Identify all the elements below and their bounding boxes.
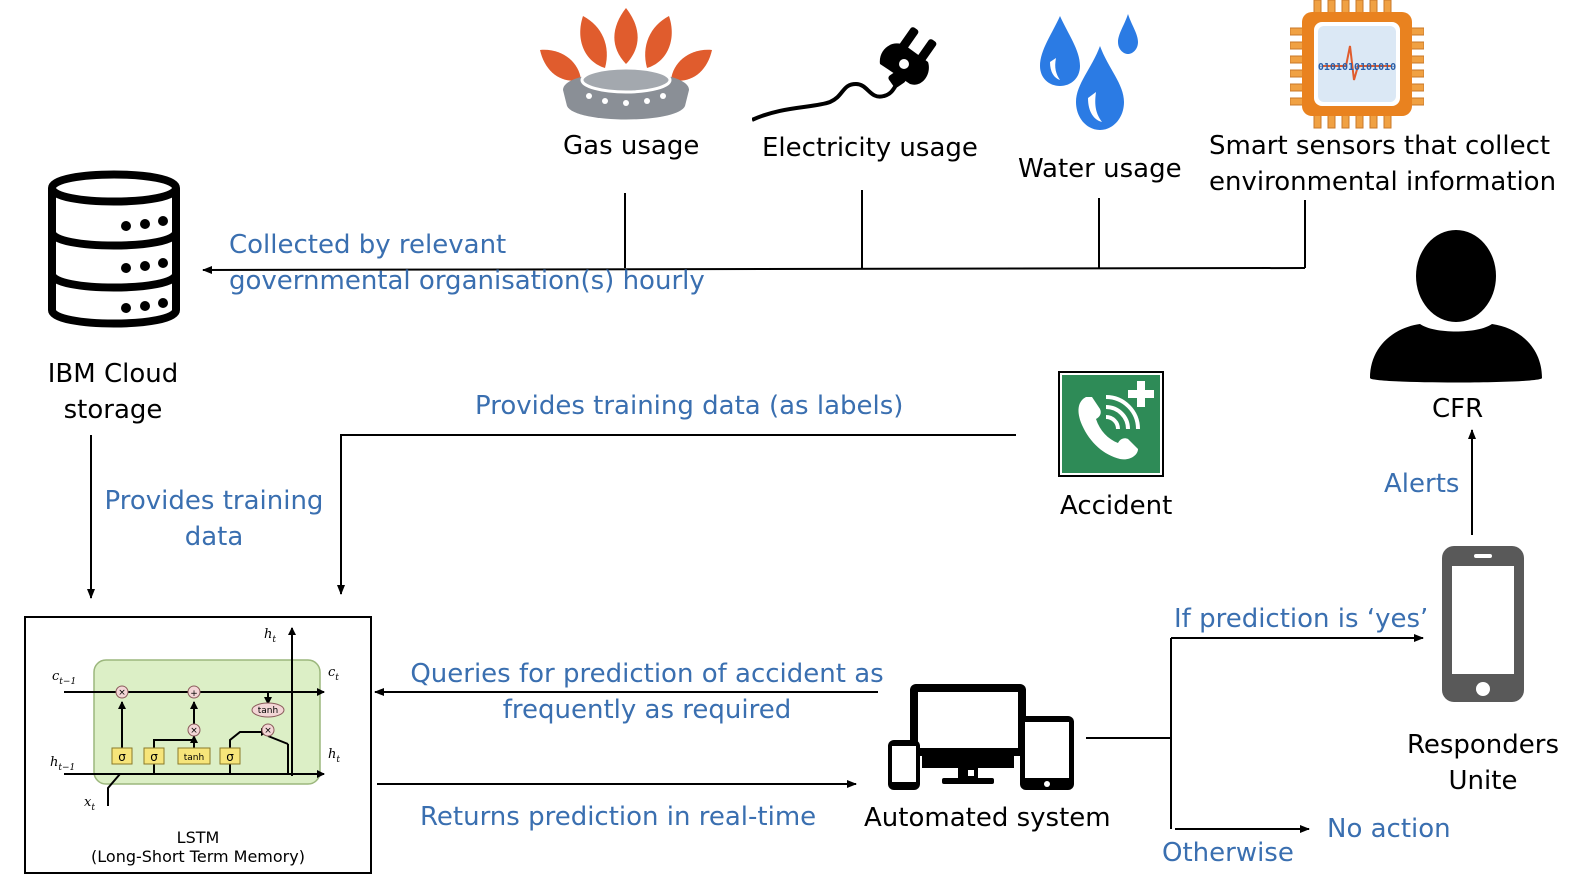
collected-label-line1: Collected by relevant [229, 230, 507, 260]
candidate-gate [177, 747, 211, 765]
accident-labels-arrow [337, 434, 1016, 595]
candidate-gate-label: tanh [184, 753, 204, 763]
smart-sensor-chip-icon: 0101010101010 [1290, 0, 1424, 129]
sensors-label-line1: Smart sensors that collect [1209, 131, 1551, 161]
add-symbol: + [190, 689, 198, 699]
tanh-op [251, 702, 285, 718]
output-gate [219, 747, 241, 765]
h-out-label: ht [328, 747, 340, 765]
forget-gate [111, 747, 133, 765]
cloud-storage-label-line1: IBM Cloud [47, 359, 179, 389]
training-labels-label: Provides training data (as labels) [475, 391, 904, 421]
no-action-label: No action [1327, 814, 1451, 844]
c-out-label: ct [328, 665, 339, 683]
cloud-storage-database-icon [48, 170, 180, 328]
h-prev-label: ht−1 [50, 755, 75, 773]
returns-label: Returns prediction in real-time [420, 802, 817, 832]
queries-label-line2: frequently as required [502, 695, 792, 725]
otherwise-label: Otherwise [1162, 838, 1294, 868]
gas-burner-icon [540, 8, 712, 120]
training-data-label-line2: data [184, 522, 244, 552]
sensors-label-line2: environmental information [1209, 167, 1557, 197]
water-drops-icon [1040, 14, 1138, 130]
water-usage-label: Water usage [1018, 154, 1182, 184]
tanh-op-label: tanh [258, 706, 278, 716]
cfr-person-icon [1370, 230, 1542, 383]
collected-label-line2: governmental organisation(s) hourly [229, 266, 705, 296]
output-gate-label: σ [226, 750, 234, 764]
input-mult-symbol: × [190, 726, 198, 736]
lstm-cell [93, 659, 321, 785]
automated-system-label: Automated system [864, 803, 1111, 833]
lstm-title: LSTM [176, 828, 220, 847]
mult-to-h-line [267, 735, 289, 745]
output-mult-op [261, 723, 275, 737]
if-yes-label: If prediction is ‘yes’ [1174, 604, 1429, 634]
collection-arrow [202, 265, 1306, 274]
input-mult-op [187, 723, 201, 737]
forget-gate-label: σ [118, 750, 126, 764]
input-gate [143, 747, 165, 765]
accident-label: Accident [1060, 491, 1173, 521]
gas-usage-label: Gas usage [563, 131, 700, 161]
alerts-label: Alerts [1384, 469, 1460, 499]
responders-label-line1: Responders [1406, 730, 1560, 760]
output-mult-symbol: × [264, 726, 272, 736]
input-gate-label: σ [150, 750, 158, 764]
chip-binary-text: 0101010101010 [1318, 62, 1396, 73]
lstm-subtitle: (Long-Short Term Memory) [91, 847, 305, 866]
automated-system-devices-icon [888, 684, 1074, 790]
x-input-label: xt [84, 795, 95, 813]
cfr-label: CFR [1432, 394, 1484, 424]
accident-emergency-phone-icon [1058, 371, 1164, 477]
responders-smartphone-icon [1442, 546, 1524, 702]
responders-label-line2: Unite [1448, 766, 1518, 796]
electric-plug-icon [752, 27, 937, 122]
training-data-label-line1: Provides training [104, 486, 324, 516]
x-input-line [107, 773, 121, 806]
electricity-usage-label: Electricity usage [762, 133, 978, 163]
queries-label-line1: Queries for prediction of accident as [410, 659, 884, 689]
forget-mult-op [115, 685, 129, 699]
c-prev-label: ct−1 [52, 669, 76, 687]
h-top-label: ht [264, 627, 276, 645]
lstm-model-diagram: ct−1 ht−1 xt ct ht ht × + × × tanh [24, 616, 372, 874]
cloud-storage-label-line2: storage [63, 395, 163, 425]
forget-mult-symbol: × [118, 688, 126, 698]
add-op [187, 685, 201, 699]
